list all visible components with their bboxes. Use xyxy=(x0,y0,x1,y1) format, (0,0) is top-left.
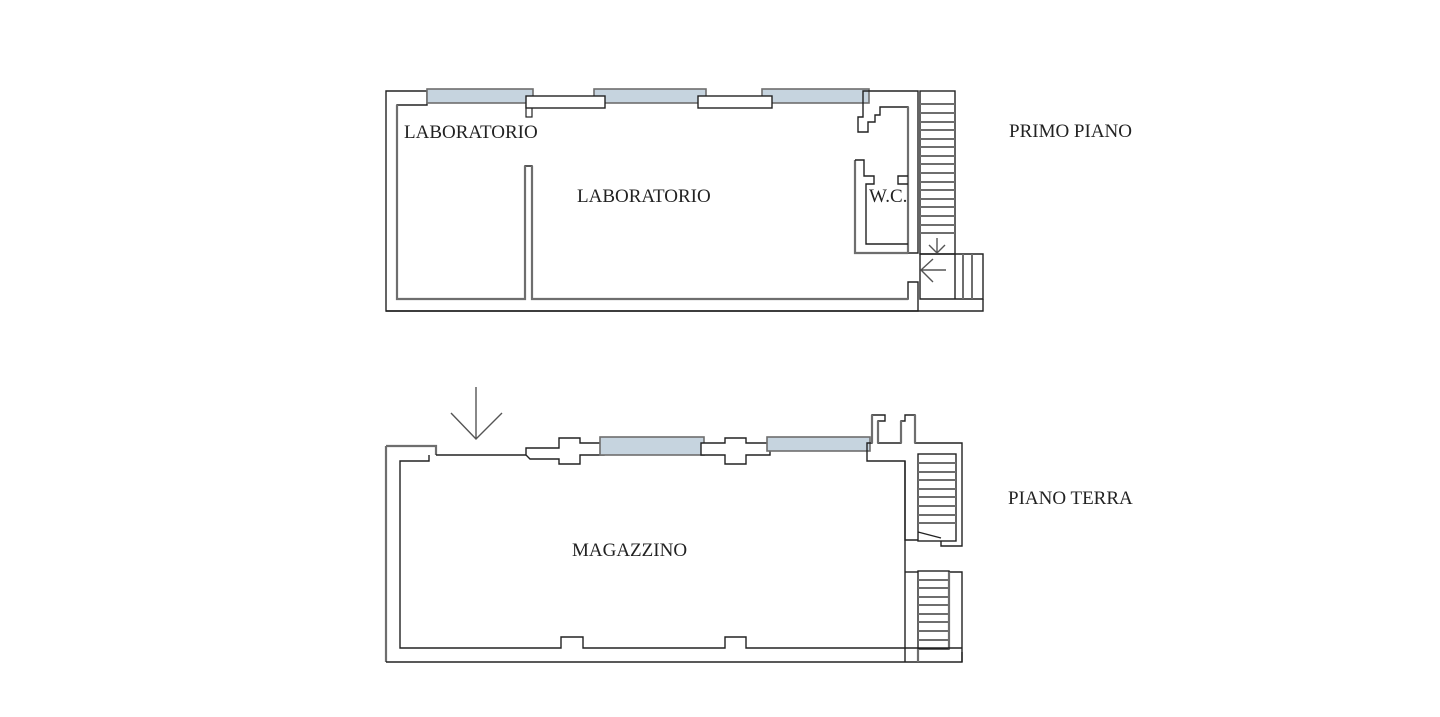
ground-floor-plan: MAGAZZINO PIANO TERRA xyxy=(384,387,1133,663)
room-label-wc: W.C. xyxy=(869,186,907,207)
wc-door-jamb xyxy=(897,175,908,185)
stair-steps xyxy=(920,103,955,234)
window-1 xyxy=(599,436,705,456)
window-pier-1 xyxy=(525,437,605,465)
window-sash-2 xyxy=(697,95,773,109)
landing-steps xyxy=(954,254,973,299)
arrow-down-icon xyxy=(928,238,946,254)
outer-wall-bottom xyxy=(386,299,984,312)
arrow-left-icon xyxy=(919,258,946,283)
stair-lower-sides xyxy=(916,572,951,662)
outer-wall-top-left xyxy=(386,444,438,455)
stair-landing xyxy=(919,253,984,300)
staircase-lower xyxy=(917,570,950,650)
stair-steps-lower xyxy=(918,579,949,641)
room-label-laboratorio-main: LABORATORIO xyxy=(577,186,711,207)
side-wall-right xyxy=(949,571,963,662)
window-3 xyxy=(761,88,870,104)
stair-steps-upper xyxy=(917,462,956,539)
floor-label-piano-terra: PIANO TERRA xyxy=(1008,488,1133,509)
floor-label-primo-piano: PRIMO PIANO xyxy=(1009,121,1132,142)
wc-outer-wall xyxy=(853,160,908,255)
wc-inner-wall xyxy=(855,159,908,245)
window-1 xyxy=(426,88,534,104)
window-2 xyxy=(593,88,707,104)
column-inner xyxy=(870,415,917,443)
window-sash-1 xyxy=(525,95,606,109)
window-pier-2 xyxy=(700,437,771,465)
corner-column xyxy=(857,90,919,254)
magazzino-inner-wall xyxy=(399,452,906,649)
outer-wall-bottom xyxy=(386,652,963,663)
first-floor-plan: LABORATORIO LABORATORIO W.C. PRIMO PIANO xyxy=(385,88,1132,312)
left-room-wall xyxy=(395,105,527,301)
room-label-laboratorio-small: LABORATORIO xyxy=(404,122,538,143)
side-wall-upper xyxy=(904,461,918,541)
window-2 xyxy=(766,436,871,452)
room-label-magazzino: MAGAZZINO xyxy=(572,540,687,561)
entrance-arrow-icon xyxy=(450,387,503,440)
main-room-bottom-wall xyxy=(530,166,908,301)
